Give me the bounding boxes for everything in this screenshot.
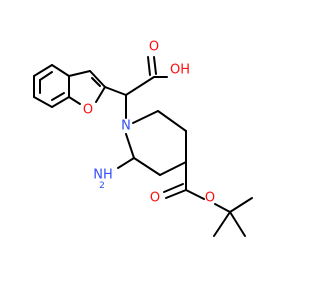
bond: [33, 64, 53, 77]
bond: [159, 161, 187, 176]
piperidine-nitrogen-label: N: [121, 119, 131, 134]
acid-hydroxyl-label: OH: [170, 63, 190, 78]
amine-h-count-label: 2: [99, 181, 105, 191]
tert-butyl-ester-group: [163, 161, 253, 237]
benzene-ring: [33, 64, 70, 108]
piperidine-ring: [125, 110, 187, 176]
bond: [33, 96, 53, 108]
double-bond: [147, 56, 151, 76]
bond: [132, 110, 159, 124]
bond: [133, 157, 161, 176]
bond: [125, 76, 155, 96]
bond: [68, 96, 81, 105]
ester-carbonyl-oxygen-label: O: [150, 191, 160, 206]
bond: [185, 189, 205, 200]
ester-oxygen-label: O: [205, 191, 215, 206]
bond: [229, 211, 246, 237]
bond: [157, 110, 187, 132]
bond: [213, 211, 231, 237]
double-bond: [165, 189, 187, 199]
amine-label: NH: [93, 168, 113, 183]
bond: [68, 70, 91, 77]
double-bond-inner: [39, 71, 53, 81]
bond: [51, 96, 70, 108]
double-bond-inner: [91, 77, 101, 87]
bond: [214, 203, 231, 213]
carboxylic-acid-group: [104, 56, 168, 96]
double-bond-inner: [51, 92, 65, 101]
bond: [104, 86, 127, 96]
double-bond: [163, 183, 184, 193]
double-bond: [153, 56, 157, 75]
bond: [89, 70, 106, 88]
chemical-structure-diagram: O OH O N NH 2 O O: [33, 40, 253, 237]
furan-oxygen-label: O: [83, 103, 93, 118]
bond: [117, 157, 135, 169]
bond: [51, 64, 70, 77]
bond: [229, 197, 253, 213]
bond: [95, 86, 106, 103]
bond: [125, 133, 135, 159]
acid-carbonyl-oxygen-label: O: [149, 40, 159, 55]
furan-ring: [68, 70, 106, 105]
